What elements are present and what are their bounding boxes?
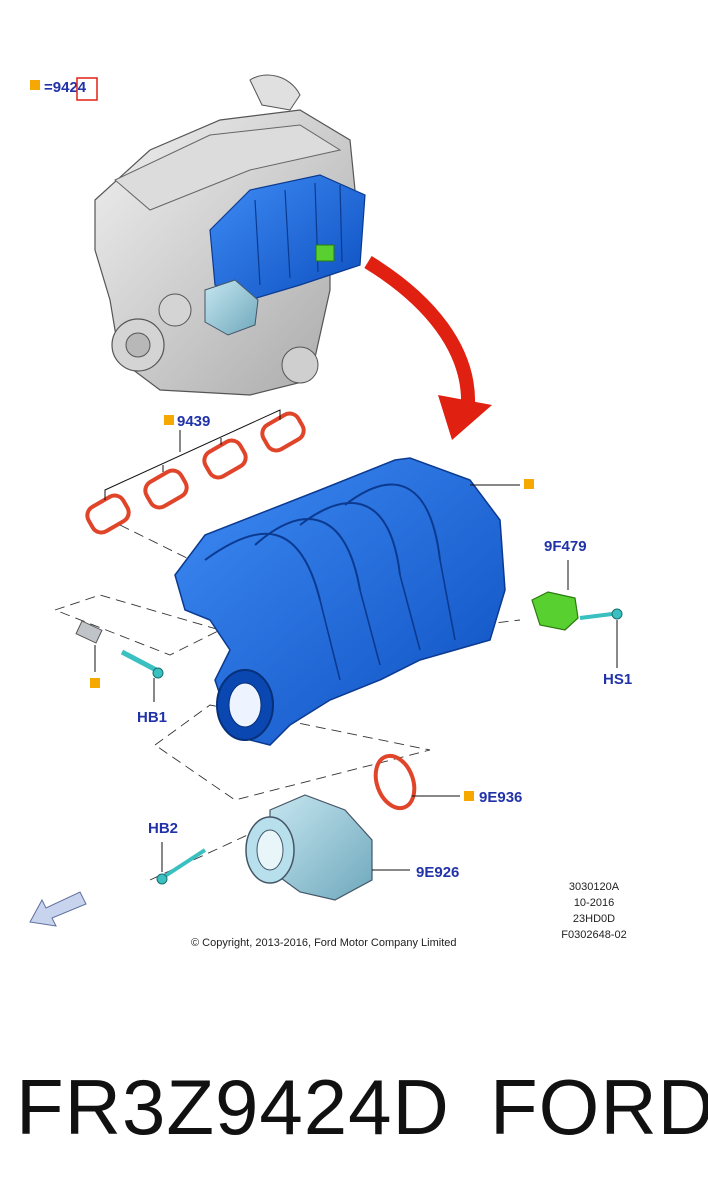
bolt-hb1-label: HB1 xyxy=(137,709,167,726)
copyright-notice: © Copyright, 2013-2016, Ford Motor Compa… xyxy=(191,937,457,949)
caption-bar: FR3Z9424D FORD xyxy=(0,1050,708,1160)
reference-line: 3030120A xyxy=(569,881,620,893)
orientation-arrow-icon xyxy=(29,891,87,927)
reference-line: F0302648-02 xyxy=(561,929,626,941)
bolt-hb2: HB2 xyxy=(148,820,207,885)
legend-marker xyxy=(30,80,40,90)
map-sensor: 9F479 xyxy=(531,538,587,631)
legend: =9424 xyxy=(30,77,98,101)
stud-marker xyxy=(90,678,100,688)
bolt-hs1-label: HS1 xyxy=(603,671,632,688)
bolt-hb2-label: HB2 xyxy=(148,820,178,837)
part-number: FR3Z9424D xyxy=(16,1063,450,1151)
exploded-parts-diagram: =9424 xyxy=(29,74,632,949)
gasket-set-label: 9439 xyxy=(177,413,210,430)
throttle-body-label: 9E926 xyxy=(416,864,459,881)
throttle-gasket-marker xyxy=(464,791,474,801)
bolt-hs1: HS1 xyxy=(579,608,632,688)
throttle-body-gasket: 9E936 xyxy=(373,753,522,811)
throttle-body: 9E926 xyxy=(245,794,459,901)
intake-manifold xyxy=(174,457,534,746)
reference-line: 10-2016 xyxy=(574,897,614,909)
legend-highlight-box xyxy=(76,77,98,101)
brand-name: FORD xyxy=(490,1063,708,1151)
reference-block: 3030120A 10-2016 23HD0D F0302648-02 xyxy=(561,881,626,941)
legend-text: =9424 xyxy=(44,79,87,96)
intake-gasket-set: 9439 xyxy=(85,409,306,535)
gasket-set-marker xyxy=(164,415,174,425)
bolt-hb1: HB1 xyxy=(75,620,167,726)
engine-assembly-illustration xyxy=(94,74,366,396)
direction-arrow xyxy=(364,256,492,440)
throttle-gasket-label: 9E936 xyxy=(479,789,522,806)
reference-line: 23HD0D xyxy=(573,913,615,925)
manifold-marker xyxy=(524,479,534,489)
sensor-label: 9F479 xyxy=(544,538,587,555)
